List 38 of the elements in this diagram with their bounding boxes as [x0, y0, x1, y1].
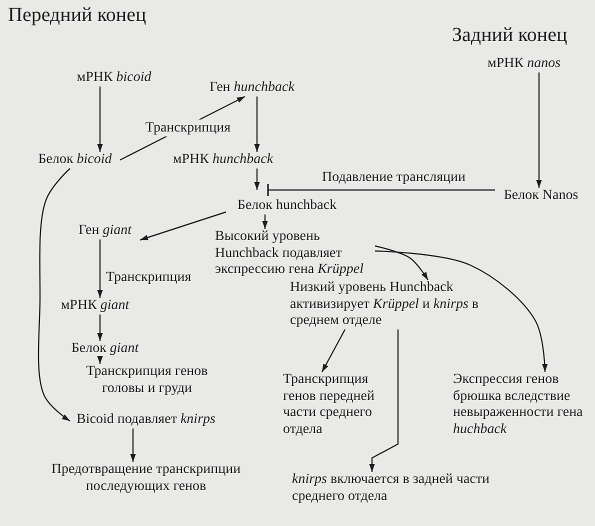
section-heading: Передний конец — [8, 4, 146, 27]
node-label: Белок giant — [65, 341, 145, 358]
arrow — [536, 72, 542, 188]
node-label: мРНК hunchback — [160, 152, 286, 168]
node-label: Транскрипция генов передней части среднего отдела — [283, 372, 383, 438]
node-label: мРНК bicoid — [66, 70, 162, 86]
node-label: Предотвращение транскрипции последующих генов — [36, 462, 256, 495]
arrow — [262, 214, 268, 229]
arrow — [374, 250, 548, 372]
node-label: knirps включается в задней части среднего отдела — [292, 472, 497, 505]
node-label: Bicoid подавляет knirps — [70, 412, 222, 428]
edge-label: Подавление трансляции — [320, 169, 468, 186]
node-label: Экспрессия генов брюшка вследствие невыраженности гена huchback — [453, 372, 591, 438]
arrow — [38, 168, 70, 422]
section-heading: Задний конец — [452, 24, 568, 47]
node-label: Высокий уровень Hunchback подавляет экспрессию гена Krüppel — [215, 229, 375, 278]
node-label: Транскрипция генов головы и груди — [72, 364, 222, 397]
node-label: Белок hunchback — [226, 190, 348, 214]
arrow — [254, 168, 260, 190]
arrow — [374, 245, 428, 280]
arrow — [97, 86, 103, 152]
arrow — [130, 428, 136, 462]
arrow — [140, 211, 226, 241]
node-label: мРНК nanos — [483, 56, 565, 72]
arrow — [254, 96, 260, 152]
arrow — [97, 356, 103, 364]
arrow — [97, 314, 103, 341]
node-label: Ген hunchback — [204, 80, 300, 96]
edge-label: Транскрипция — [104, 269, 194, 286]
node-label: Белок Nanos — [495, 188, 587, 204]
node-label: Ген giant — [70, 223, 140, 240]
edge-label: Транскрипция — [143, 120, 233, 136]
node-label: мРНК giant — [52, 298, 138, 314]
node-label: Белок bicoid — [30, 152, 120, 168]
node-label: Низкий уровень Hunchback активизирует Krüppel и knirps в среднем отделе — [290, 280, 495, 330]
arrow — [97, 240, 103, 298]
arrow — [321, 329, 346, 372]
arrow — [369, 330, 399, 472]
